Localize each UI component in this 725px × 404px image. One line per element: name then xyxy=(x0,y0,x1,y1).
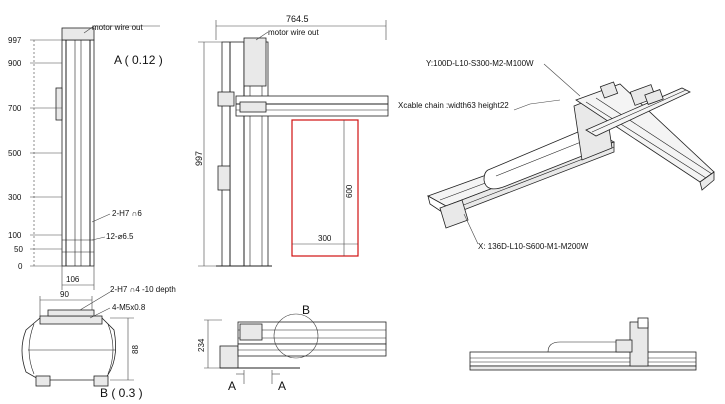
gantry-height-dim: 997 xyxy=(194,151,204,166)
cable-chain-spec: Xcable chain :width63 height22 xyxy=(398,101,509,110)
section-a-left: A xyxy=(228,379,236,393)
side-view: 234 B A A xyxy=(197,303,387,393)
section-note-2: 4-M5x0.8 xyxy=(112,303,146,312)
gantry-view: 764.5 motor wire out 997 600 300 xyxy=(194,14,389,267)
scale-label-a: A ( 0.12 ) xyxy=(114,53,163,67)
section-view: 90 2-H7 ∩4 -10 depth 4-M5x0.8 88 B ( 0.3… xyxy=(21,285,176,400)
y-tick-997: 997 xyxy=(8,36,22,45)
thread-note: 12-⌀6.5 xyxy=(106,232,134,241)
y-axis-spec: Y:100D-L10-S300-M2-M100W xyxy=(426,59,534,68)
section-height-dim: 88 xyxy=(131,345,140,354)
y-tick-700: 700 xyxy=(8,104,22,113)
stroke-v-dim: 600 xyxy=(345,184,354,198)
side-elevation-view xyxy=(469,317,697,371)
x-axis-spec: X: 136D-L10-S600-M1-M200W xyxy=(478,242,589,251)
side-height-dim: 234 xyxy=(197,338,206,352)
front-view: motor wire out 997 900 700 500 300 100 5… xyxy=(8,23,163,290)
front-width-dim: 106 xyxy=(66,275,80,284)
isometric-view: Y:100D-L10-S300-M2-M100W Xcable chain :w… xyxy=(398,59,715,251)
y-tick-100: 100 xyxy=(8,231,22,240)
y-tick-500: 500 xyxy=(8,149,22,158)
gantry-width-dim: 764.5 xyxy=(286,14,309,24)
y-tick-0: 0 xyxy=(18,262,23,271)
front-motor-label: motor wire out xyxy=(92,23,143,32)
section-note-1: 2-H7 ∩4 -10 depth xyxy=(110,285,176,294)
gantry-motor-label: motor wire out xyxy=(268,28,319,37)
section-width-dim: 90 xyxy=(60,290,69,299)
y-tick-50: 50 xyxy=(14,245,23,254)
stroke-h-dim: 300 xyxy=(318,234,332,243)
y-tick-900: 900 xyxy=(8,59,22,68)
hole-note: 2-H7 ∩6 xyxy=(112,209,142,218)
scale-label-b: B ( 0.3 ) xyxy=(100,386,143,400)
y-tick-300: 300 xyxy=(8,193,22,202)
section-a-right: A xyxy=(278,379,286,393)
detail-label-b: B xyxy=(302,303,310,317)
